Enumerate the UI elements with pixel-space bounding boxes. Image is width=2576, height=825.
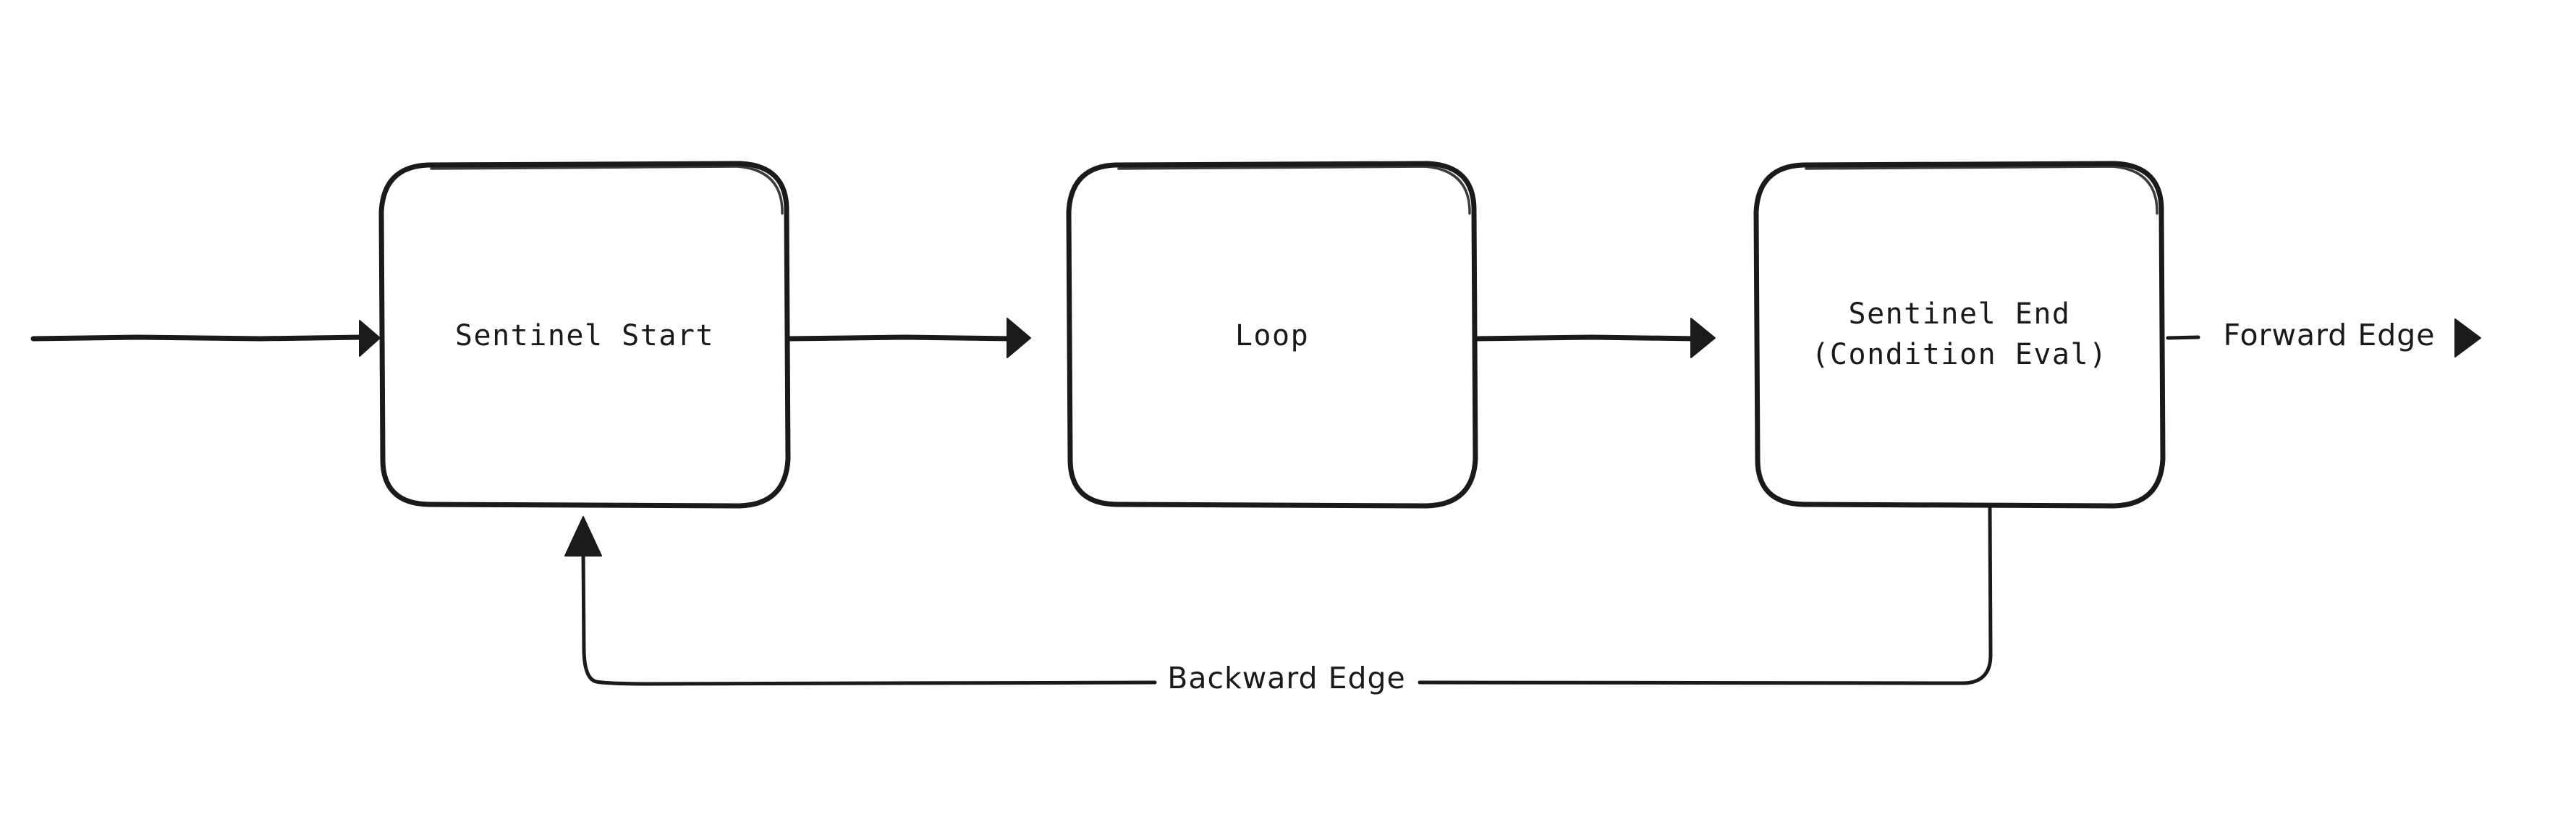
entry-edge-line <box>30 334 365 342</box>
node-sentinel-end[interactable]: Sentinel End (Condition Eval) <box>1753 161 2166 509</box>
forward-edge-label: Forward Edge <box>2223 318 2435 352</box>
node-loop[interactable]: Loop <box>1066 161 1478 509</box>
sentinel-start-label: Sentinel Start <box>455 319 714 352</box>
backward-edge-right-segment <box>1418 504 1993 685</box>
sentinel-start-box <box>378 161 791 509</box>
start-to-loop-line <box>786 334 1016 342</box>
forward-edge-line <box>2166 335 2200 340</box>
loop-box <box>1066 161 1478 509</box>
edge-start-to-loop <box>786 318 1031 358</box>
loop-to-end-arrowhead-icon <box>1690 318 1716 358</box>
sentinel-end-sketch-overstroke <box>1805 165 2158 215</box>
loop-to-end-line <box>1473 334 1700 342</box>
forward-edge-arrowhead-icon <box>2454 318 2481 358</box>
edge-entry-edge <box>30 320 381 357</box>
sentinel-end-label-line1: Sentinel End <box>1849 297 2071 331</box>
backward-edge-left-segment <box>581 548 1157 686</box>
loop-sketch-overstroke <box>1117 165 1471 215</box>
loop-label: Loop <box>1235 319 1309 352</box>
sentinel-end-box <box>1753 161 2166 509</box>
backward-edge-label: Backward Edge <box>1167 661 1406 695</box>
edge-backward-edge: Backward Edge <box>564 504 1993 695</box>
sentinel-start-sketch-overstroke <box>430 165 784 215</box>
start-to-loop-arrowhead-icon <box>1007 318 1031 358</box>
node-sentinel-start[interactable]: Sentinel Start <box>378 161 791 509</box>
entry-edge-arrowhead-icon <box>359 320 381 357</box>
sentinel-end-label-line2: (Condition Eval) <box>1811 338 2107 371</box>
backward-edge-arrowhead-icon <box>564 516 602 557</box>
edge-loop-to-end <box>1473 318 1716 358</box>
edge-forward-edge: Forward Edge <box>2166 318 2481 358</box>
